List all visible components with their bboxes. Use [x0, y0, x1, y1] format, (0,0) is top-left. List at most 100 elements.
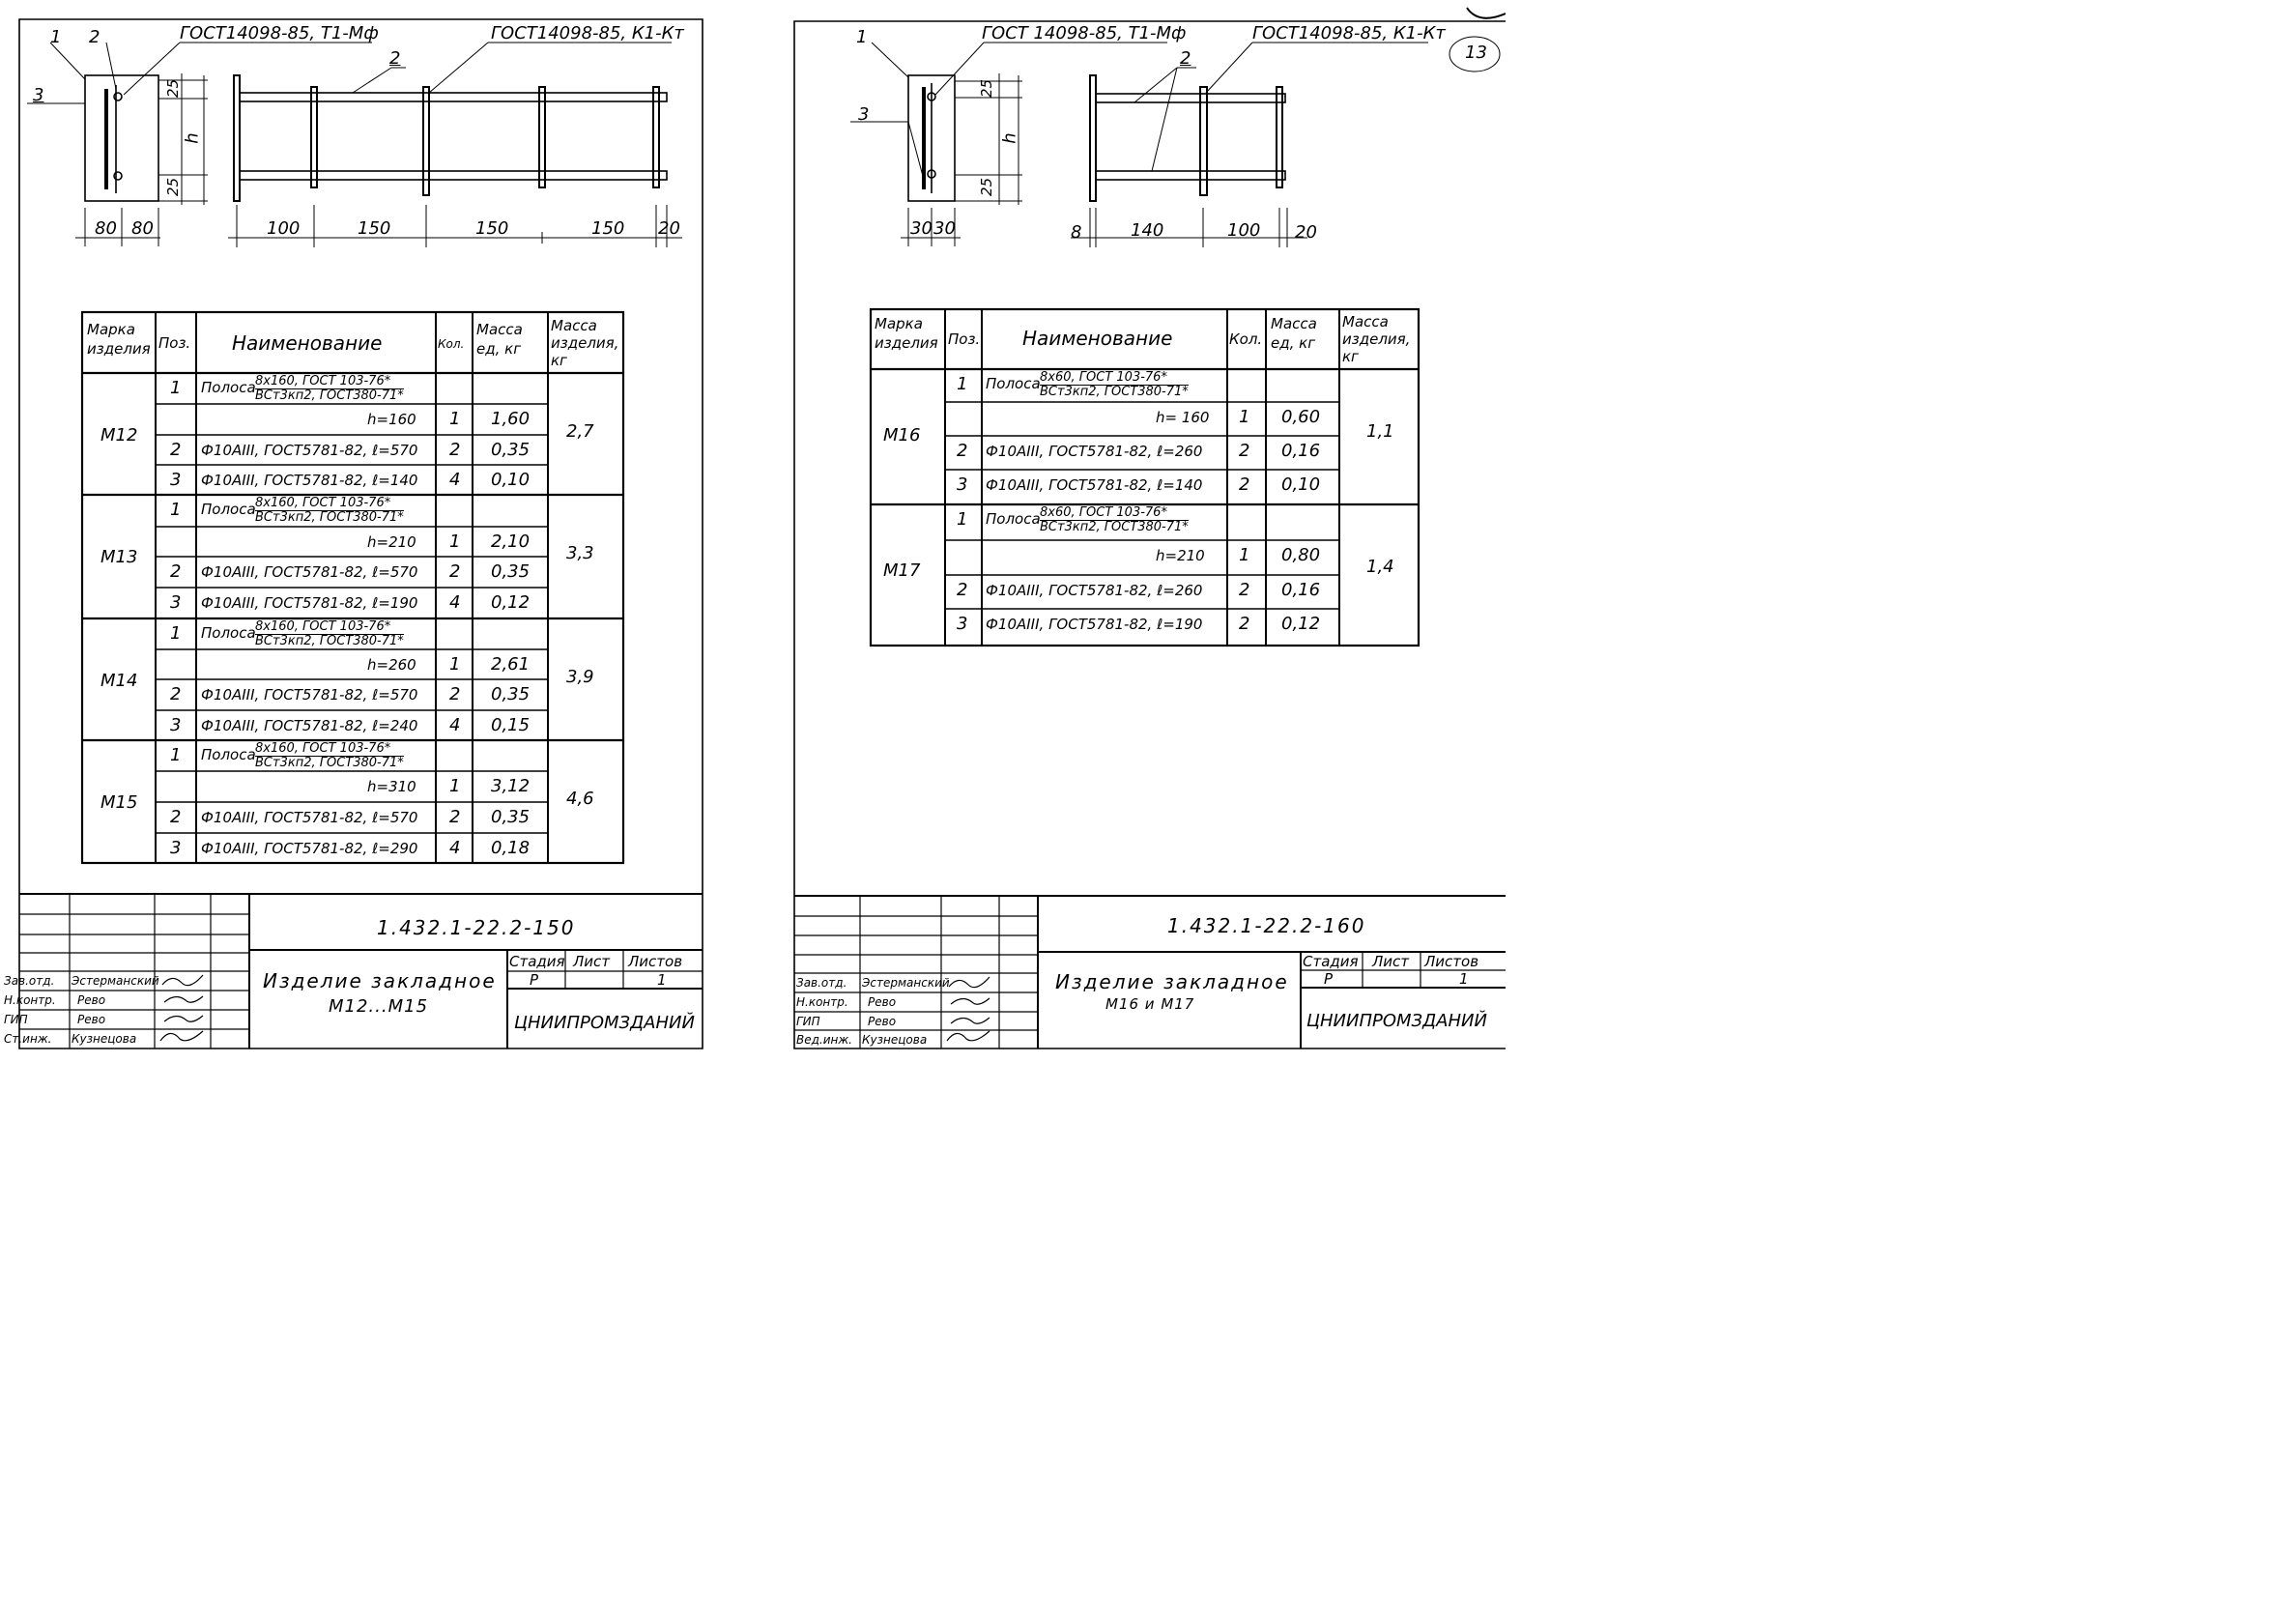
- left-name-3: Рево: [77, 1013, 106, 1026]
- row-position: 2: [170, 684, 182, 704]
- dim-25-top: 25: [164, 78, 183, 99]
- right-name-3: Рево: [868, 1015, 897, 1028]
- row-qty: 4: [449, 715, 461, 735]
- left-stage-head: Стадия: [509, 953, 565, 970]
- left-sheet: 1 2 3 ГОСТ14098-85, Т1-Мф ГОСТ14098-85, …: [0, 0, 715, 1064]
- left-role-3: ГИП: [4, 1013, 28, 1026]
- row-unit-mass: 1,60: [491, 409, 531, 429]
- right-name-4: Кузнецова: [862, 1033, 928, 1047]
- row-name: Ф10АIII, ГОСТ5781-82, ℓ=260: [986, 443, 1203, 460]
- row-name-numerator: 8х60, ГОСТ 103-76*: [1040, 371, 1189, 386]
- row-unit-mass: 0,60: [1281, 407, 1321, 427]
- label-pos-2: 2: [89, 27, 100, 47]
- row-name: h=310: [367, 778, 416, 795]
- product-mark: М14: [100, 671, 138, 691]
- dim-25-bottom: 25: [978, 177, 996, 197]
- gost-weld-top: ГОСТ 14098-85, Т1-Мф: [982, 23, 1187, 43]
- corner-sheet-mark: 13: [1465, 43, 1487, 63]
- row-name-denominator: ВСт3кп2, ГОСТ380-71*: [255, 633, 404, 648]
- dim-80a: 80: [95, 218, 117, 239]
- row-position: 1: [170, 378, 182, 398]
- left-sheets: 1: [657, 971, 667, 989]
- row-name: Ф10АIII, ГОСТ5781-82, ℓ=570: [201, 809, 418, 826]
- row-position: 3: [170, 838, 182, 858]
- row-unit-mass: 0,35: [491, 440, 531, 460]
- row-qty: 2: [449, 807, 461, 827]
- row-unit-mass: 2,10: [491, 532, 531, 552]
- dim-100: 100: [1227, 220, 1261, 241]
- row-name-fraction: 8х160, ГОСТ 103-76*ВСт3кп2, ГОСТ380-71*: [255, 497, 404, 524]
- dim-20: 20: [658, 218, 680, 239]
- row-name: h=260: [367, 656, 416, 674]
- row-name-fraction: 8х160, ГОСТ 103-76*ВСт3кп2, ГОСТ380-71*: [255, 375, 404, 402]
- th-mark: Марка изделия: [87, 321, 151, 358]
- row-position: 1: [170, 745, 182, 765]
- right-role-1: Зав.отд.: [796, 976, 847, 990]
- row-qty: 2: [449, 561, 461, 582]
- th-mark: Марка изделия: [875, 315, 938, 352]
- row-unit-mass: 0,35: [491, 684, 531, 704]
- right-sheets: 1: [1459, 970, 1469, 988]
- product-mass: 3,3: [566, 543, 594, 563]
- row-qty: 2: [449, 684, 461, 704]
- dim-150c: 150: [591, 218, 625, 239]
- dim-25-top: 25: [978, 78, 996, 99]
- product-mark: М16: [883, 425, 921, 445]
- dim-150a: 150: [358, 218, 391, 239]
- row-name-prefix: Полоса: [201, 379, 256, 396]
- dim-h: h: [182, 132, 203, 144]
- row-name-denominator: ВСт3кп2, ГОСТ380-71*: [255, 755, 404, 770]
- left-signatures: [159, 974, 204, 1042]
- row-name-numerator: 8х160, ГОСТ 103-76*: [255, 620, 404, 635]
- label-pos-3: 3: [858, 104, 870, 125]
- left-name-2: Рево: [77, 993, 106, 1007]
- row-name-prefix: Полоса: [201, 624, 256, 642]
- right-stage: Р: [1324, 970, 1334, 988]
- row-unit-mass: 0,16: [1281, 580, 1321, 600]
- row-qty: 2: [1239, 614, 1250, 634]
- product-mass: 1,1: [1366, 421, 1394, 442]
- row-unit-mass: 0,18: [491, 838, 531, 858]
- row-position: 2: [957, 441, 968, 461]
- left-doc-code: 1.432.1-22.2-150: [377, 916, 576, 939]
- right-drawing: [793, 7, 1506, 1049]
- row-position: 2: [170, 807, 182, 827]
- row-unit-mass: 0,10: [491, 470, 531, 490]
- row-name-fraction: 8х60, ГОСТ 103-76*ВСт3кп2, ГОСТ380-71*: [1040, 371, 1189, 398]
- row-position: 1: [170, 500, 182, 520]
- row-qty: 1: [1239, 407, 1250, 427]
- th-qty: Кол.: [438, 337, 465, 351]
- dim-20: 20: [1295, 222, 1317, 243]
- dim-140: 140: [1131, 220, 1164, 241]
- row-unit-mass: 0,12: [1281, 614, 1321, 634]
- row-qty: 4: [449, 592, 461, 613]
- right-name-1: Эстерманский: [862, 976, 950, 990]
- dim-30a: 30: [910, 218, 933, 239]
- th-mass-item: Масса изделия, кг: [551, 317, 619, 369]
- row-name-numerator: 8х160, ГОСТ 103-76*: [255, 375, 404, 389]
- left-title-b: М12...М15: [329, 996, 429, 1017]
- row-name: Ф10АIII, ГОСТ5781-82, ℓ=240: [201, 717, 418, 734]
- right-title-a: Изделие закладное: [1055, 970, 1289, 993]
- row-name: h= 160: [1156, 409, 1210, 426]
- right-role-4: Вед.инж.: [796, 1033, 852, 1047]
- label-pos-3: 3: [33, 85, 44, 105]
- row-name-prefix: Полоса: [201, 746, 256, 763]
- row-position: 3: [957, 614, 968, 634]
- right-signatures: [946, 976, 990, 1042]
- row-unit-mass: 0,15: [491, 715, 531, 735]
- row-name: h=210: [1156, 547, 1205, 564]
- dim-150b: 150: [475, 218, 509, 239]
- left-role-1: Зав.отд.: [4, 974, 55, 988]
- product-mass: 4,6: [566, 789, 594, 809]
- row-unit-mass: 0,80: [1281, 545, 1321, 565]
- row-name-denominator: ВСт3кп2, ГОСТ380-71*: [1040, 519, 1189, 534]
- left-role-2: Н.контр.: [4, 993, 56, 1007]
- product-mark: М13: [100, 547, 138, 567]
- row-qty: 2: [1239, 474, 1250, 495]
- row-qty: 2: [1239, 580, 1250, 600]
- row-qty: 4: [449, 470, 461, 490]
- row-name-numerator: 8х160, ГОСТ 103-76*: [255, 742, 404, 757]
- row-name: h=210: [367, 533, 416, 551]
- row-position: 1: [957, 509, 968, 530]
